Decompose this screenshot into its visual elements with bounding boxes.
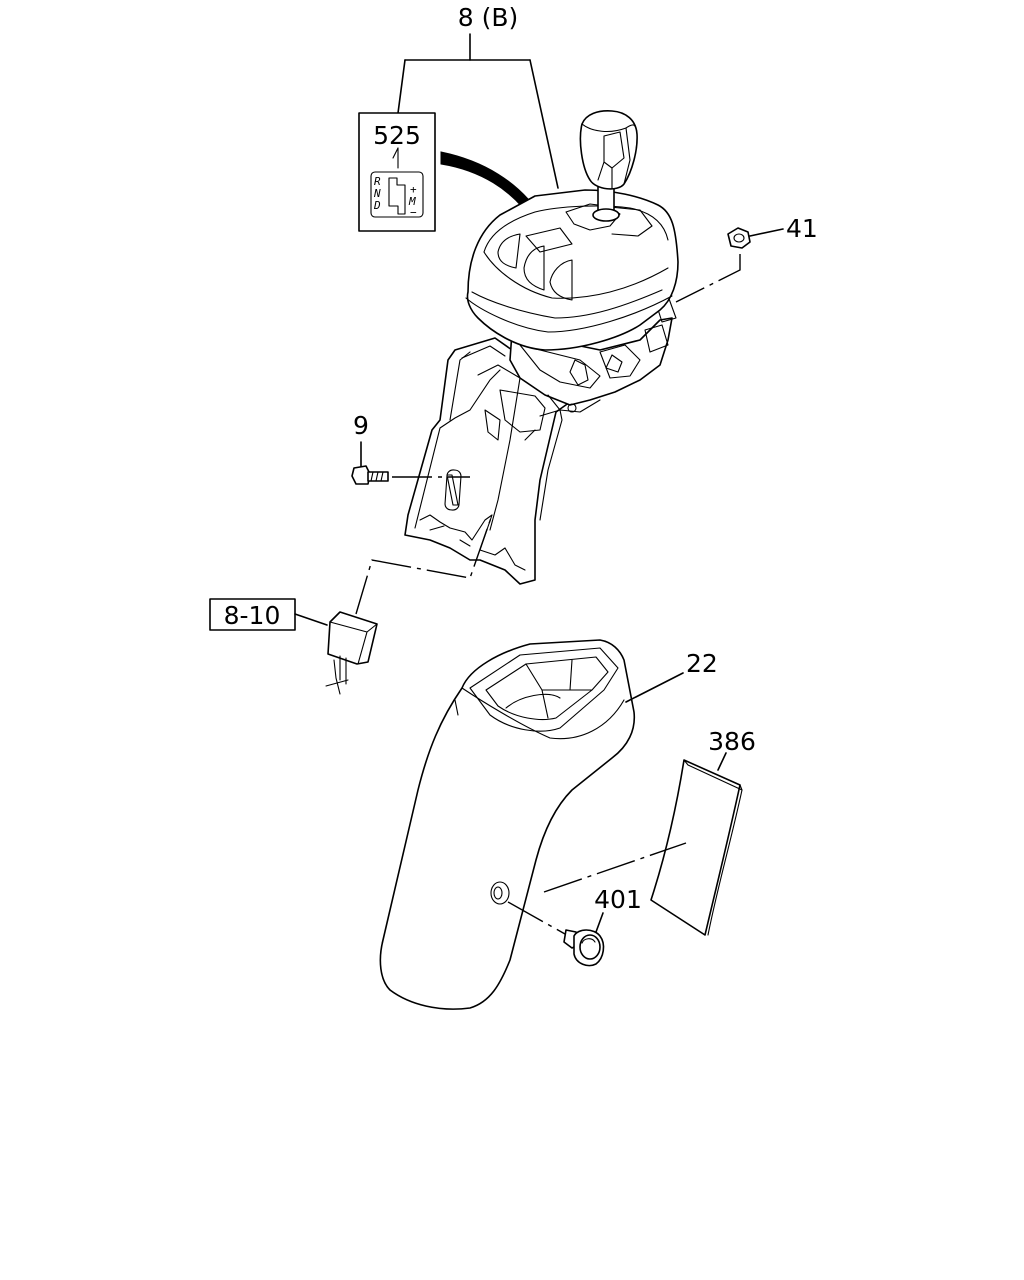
gate-r: R [374,175,381,188]
pad-386 [543,752,743,936]
nut-41 [675,227,784,303]
callout-22: 22 [686,649,718,678]
callout-8b: 8 (B) [458,3,519,32]
callout-8-10: 8-10 [224,601,281,630]
connector-8-10 [209,514,493,695]
gate-minus: − [410,206,417,219]
shift-pattern-label: R N D + M − [358,112,436,232]
callout-386: 386 [708,727,756,756]
callout-41: 41 [786,214,818,243]
clip-401 [507,901,605,967]
bolt-9 [351,441,470,485]
shifter-assembly [404,110,679,585]
gate-d: D [373,199,381,212]
callout-9: 9 [353,411,369,440]
console-22 [379,639,684,1010]
gate-m: M [408,195,416,208]
callout-525: 525 [373,121,421,150]
gate-n: N [373,187,381,200]
callout-401: 401 [594,885,642,914]
assembly-bracket [397,33,559,189]
gate-plus: + [410,183,417,196]
